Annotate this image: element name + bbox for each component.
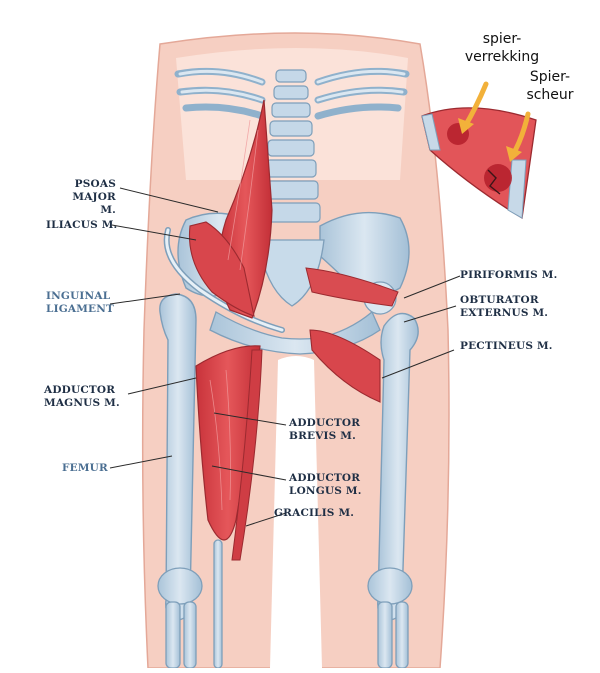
piriformis-muscle — [305, 267, 399, 307]
muscle-tear-inset — [421, 107, 537, 220]
pectineus-muscle — [309, 329, 381, 403]
leader-lines — [109, 187, 461, 527]
iliacus-muscle — [188, 221, 255, 317]
lower-leg-bones — [157, 539, 413, 669]
label-pectineus: PECTINEUS M. — [460, 340, 553, 352]
label-gracilis: GRACILIS M. — [274, 507, 355, 519]
inner-legs-gap — [270, 356, 322, 668]
label-piriformis: PIRIFORMIS M. — [460, 269, 558, 281]
gracilis-muscle — [231, 349, 263, 561]
label-spierscheur: Spier-scheur — [526, 69, 574, 103]
label-femur: FEMUR — [62, 462, 108, 474]
label-spierverrekking: spier-verrekking — [464, 31, 540, 65]
spine — [261, 69, 321, 223]
label-iliacus: ILIACUS M. — [46, 219, 118, 231]
